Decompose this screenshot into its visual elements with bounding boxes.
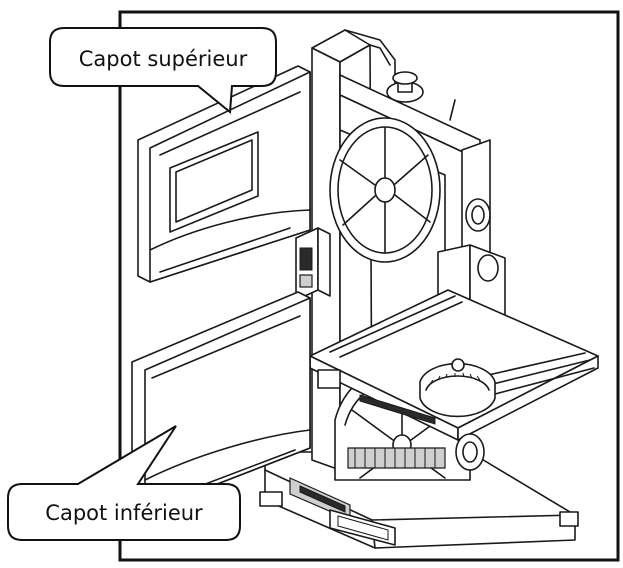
worktable [309, 289, 599, 441]
callout-lower-cover: Capot inférieur [7, 425, 241, 541]
upper-cover-door [137, 65, 311, 283]
tension-knob [386, 71, 456, 121]
upper-wheel [329, 117, 441, 263]
miter-gauge [359, 358, 496, 425]
callout-label-lower-cover: Capot inférieur [45, 501, 203, 525]
lower-guard [347, 433, 485, 471]
power-switch-box [295, 227, 331, 301]
callout-bubble-lower [7, 425, 241, 541]
callout-bubble-upper [49, 27, 277, 114]
callout-upper-cover: Capot supérieur [49, 27, 277, 114]
callout-label-upper-cover: Capot supérieur [79, 47, 248, 71]
